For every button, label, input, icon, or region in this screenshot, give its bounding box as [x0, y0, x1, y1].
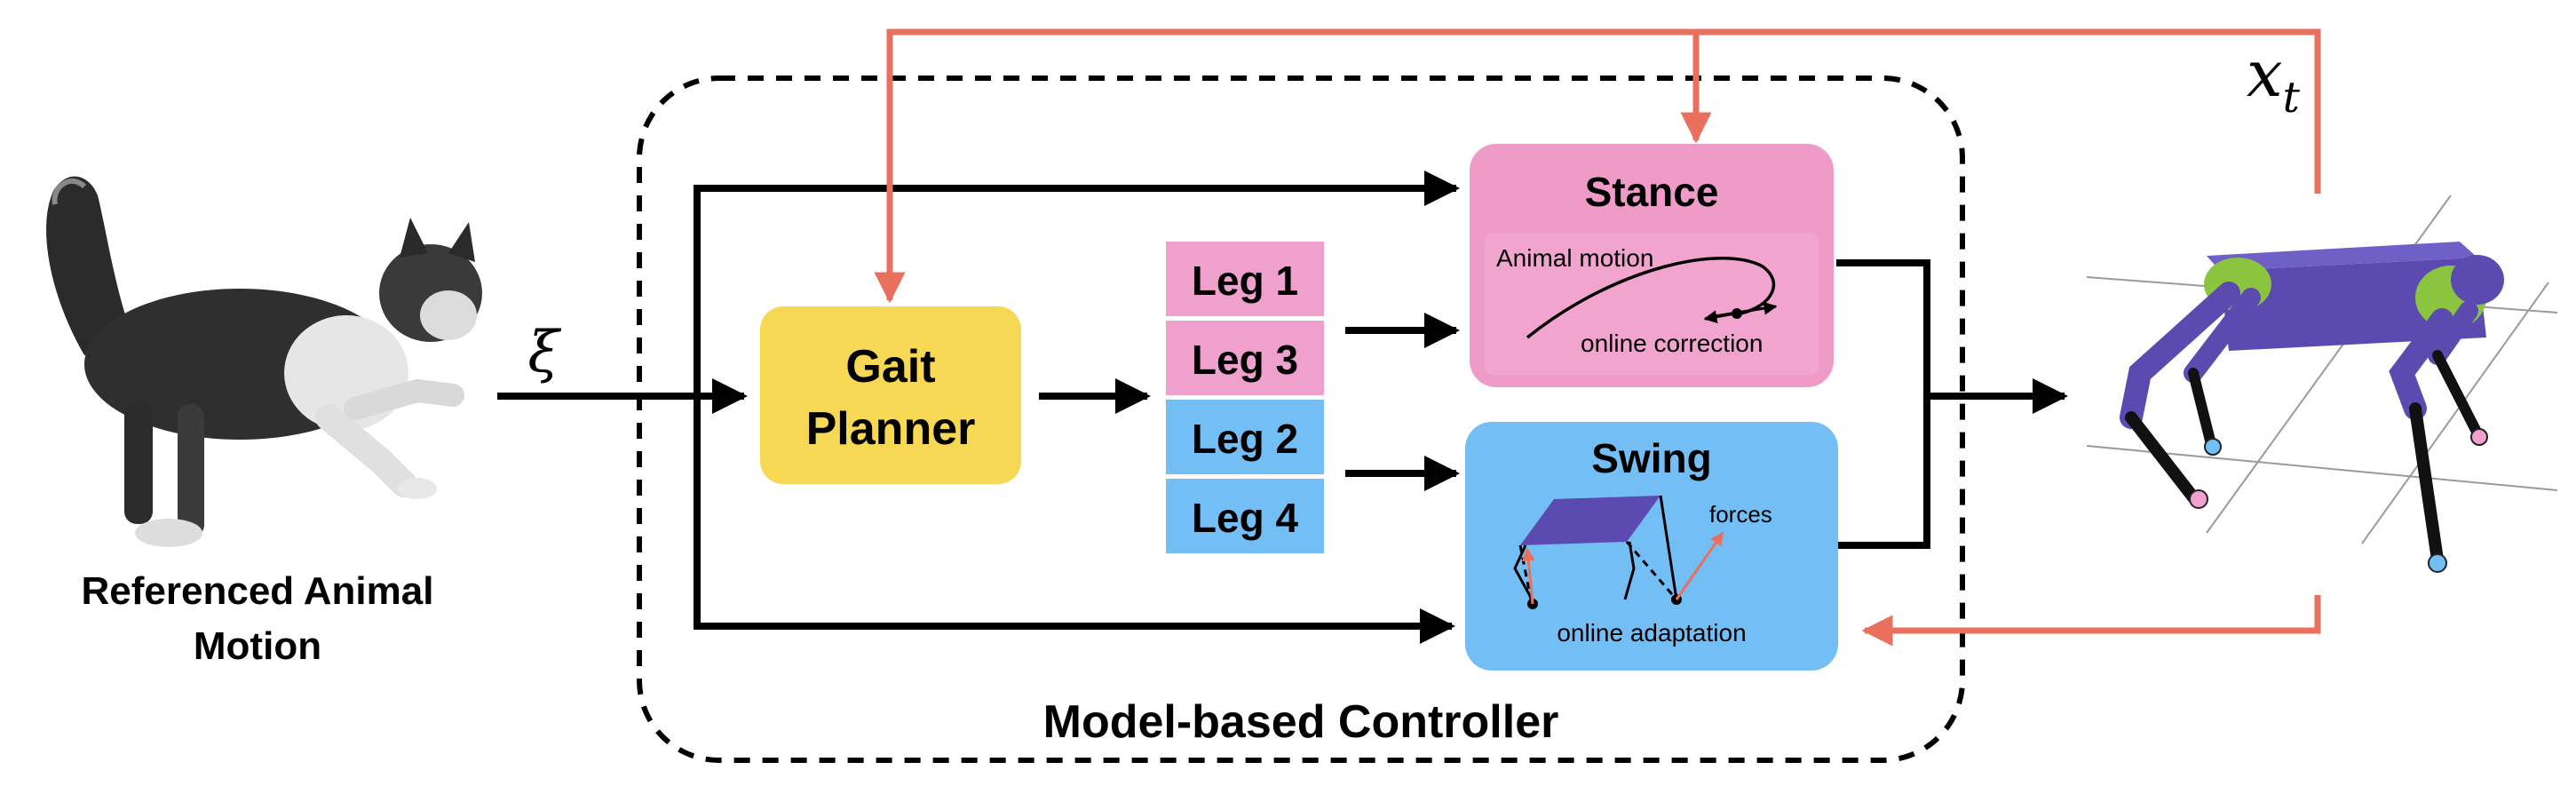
arrow-input-to-swing: [694, 396, 1455, 644]
signal-arrows: [497, 171, 2068, 644]
swing-adaptation-label: online adaptation: [1557, 619, 1746, 647]
leg-list: Leg 1 Leg 3 Leg 2 Leg 4: [1166, 242, 1324, 553]
stance-trajectory-curve: [1526, 257, 1775, 339]
quadruped-robot: [2086, 195, 2558, 573]
leg-2-cell: [1166, 400, 1324, 474]
stance-correction-label: online correction: [1581, 330, 1763, 357]
feedback-to-swing: [1861, 595, 2321, 647]
leg-1-label: Leg 1: [1192, 258, 1298, 304]
controller-label: Model-based Controller: [1043, 696, 1559, 748]
swing-title: Swing: [1591, 435, 1711, 481]
stance-trajectory-label: Animal motion: [1496, 244, 1653, 272]
swing-box: Swing forces online adaptation: [1465, 422, 1838, 671]
swing-body-plane: [1520, 496, 1661, 545]
leg-2-label: Leg 2: [1192, 416, 1298, 462]
cat-caption-line2: Motion: [194, 624, 321, 668]
xi-symbol: ξ: [527, 320, 561, 385]
leg-3-label: Leg 3: [1192, 337, 1298, 383]
controller-boundary: [637, 75, 1965, 763]
swing-forces-label: forces: [1709, 501, 1772, 528]
feedback-to-planner: [874, 28, 2321, 304]
cat-caption-line1: Referenced Animal: [82, 569, 434, 613]
merge-line: [1836, 259, 1930, 549]
gait-planner-line2: Planner: [806, 403, 976, 455]
stance-box: Stance Animal motion online correction: [1470, 144, 1834, 387]
gait-planner-box: Gait Planner: [760, 306, 1021, 484]
gait-planner-line1: Gait: [845, 341, 935, 393]
leg-1-cell: [1166, 242, 1324, 316]
feedback-arrows: [874, 28, 2321, 647]
state-symbol: xt: [2247, 36, 2301, 123]
stance-title: Stance: [1585, 169, 1719, 215]
leg-4-label: Leg 4: [1192, 495, 1299, 541]
cat-photo: [46, 176, 482, 547]
leg-3-cell: [1166, 321, 1324, 395]
arrow-input-to-stance: [694, 171, 1460, 396]
leg-4-cell: [1166, 479, 1324, 553]
